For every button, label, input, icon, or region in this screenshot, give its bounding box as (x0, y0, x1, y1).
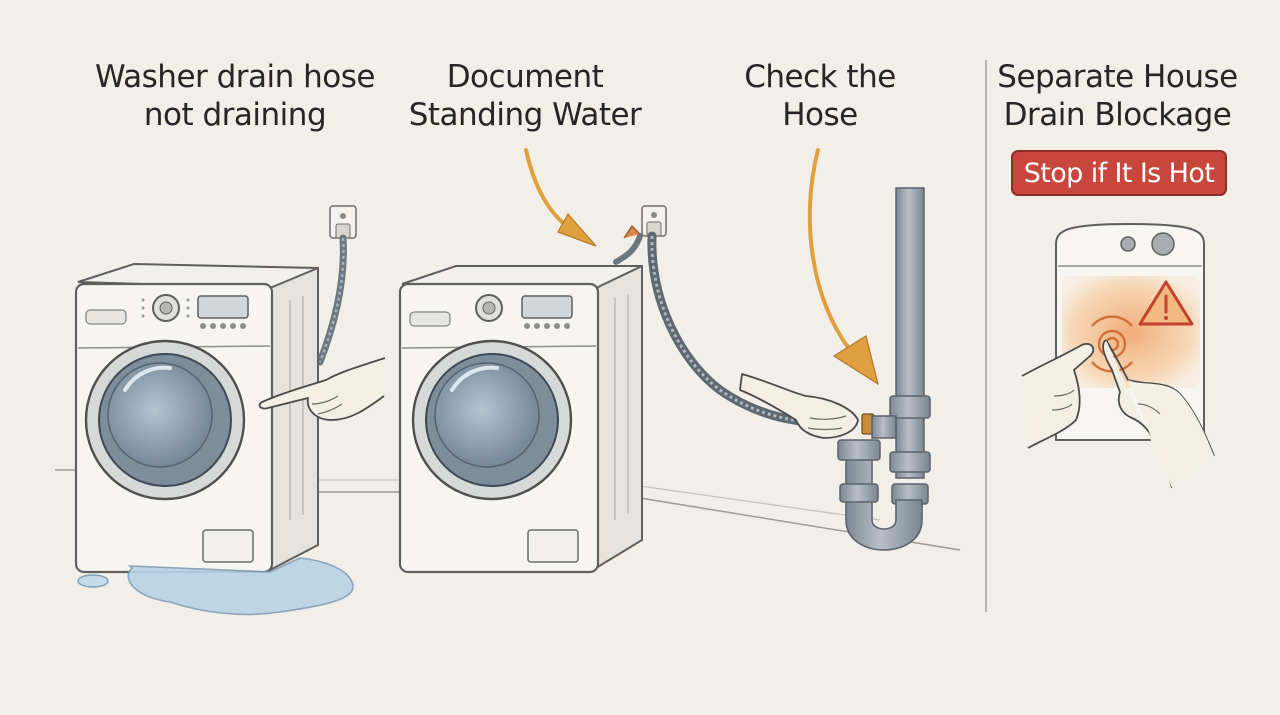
panel-title-4: Separate House Drain Blockage (995, 58, 1240, 134)
hand-holding-hose-icon (739, 373, 859, 439)
curved-arrow-icon-2 (807, 148, 879, 386)
panel-title-1: Washer drain hose not draining (55, 58, 415, 134)
pointing-hand-icon-2 (1021, 343, 1095, 449)
water-droplet (77, 574, 109, 588)
panel-title-4-line-1: Separate House (997, 59, 1238, 95)
drain-pipe-icon (837, 187, 931, 551)
washing-machine-icon (74, 205, 357, 574)
warning-badge: Stop if It Is Hot (1011, 150, 1227, 196)
warning-triangle-icon (1138, 280, 1194, 326)
panel-title-3-line-1: Check the (744, 59, 896, 95)
standing-water-puddle (127, 557, 354, 616)
panel-title-3-line-2: Hose (782, 97, 858, 133)
drain-hose (647, 231, 855, 429)
curved-arrow-icon (524, 148, 597, 247)
panel-title-2: Document Standing Water (400, 58, 650, 134)
heat-glow-area (1062, 276, 1200, 388)
wall-baseboard (315, 479, 881, 521)
panel-title-1-line-2: not draining (143, 97, 327, 133)
panel-title-2-line-2: Standing Water (408, 97, 642, 133)
panel-title-3: Check the Hose (720, 58, 920, 134)
pointing-hand-icon-3 (1102, 339, 1215, 489)
panel-title-4-line-2: Drain Blockage (1003, 97, 1232, 133)
washing-machine-icon-2 (398, 205, 667, 574)
pointing-hand-icon (258, 357, 386, 421)
panel-title-1-line-1: Washer drain hose (94, 59, 376, 95)
panel-title-2-line-1: Document (446, 59, 604, 95)
